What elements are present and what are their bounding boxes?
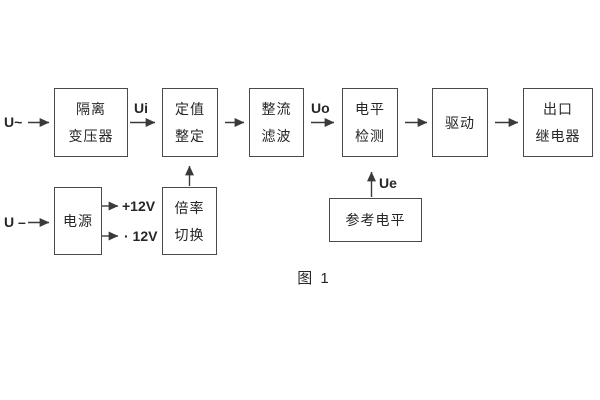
block-rectifier-line2: 滤波 [261,128,292,144]
block-level-line1: 电平 [355,101,385,117]
block-drive: 驱动 [432,88,488,157]
label-signal-ue: Ue [379,175,397,191]
block-isolation-transformer: 隔离 变压器 [54,88,128,157]
block-rectify-filter: 整流 滤波 [249,88,304,157]
block-relay-line1: 出口 [543,101,573,117]
block-multiplier-line1: 倍率 [174,199,205,216]
block-multiplier-switch: 倍率 切换 [162,187,217,255]
label-input-ac: U~ [4,114,23,130]
label-signal-ui: Ui [134,100,148,116]
label-rail-positive-12v: +12V [122,198,156,214]
block-isolation-line1: 隔离 [76,101,106,117]
block-relay-line2: 继电器 [535,128,581,144]
block-setpoint-line1: 定值 [175,101,205,117]
block-level-detect: 电平 检测 [342,88,398,157]
label-input-dc: U – [4,214,26,230]
block-reference-level: 参考电平 [329,198,422,242]
block-setpoint-adjust: 定值 整定 [162,88,218,157]
label-signal-uo: Uo [311,100,330,116]
block-drive-label: 驱动 [445,114,475,131]
block-isolation-line2: 变压器 [68,128,114,144]
block-rectifier-line1: 整流 [261,101,292,117]
block-power-supply: 电源 [54,187,102,255]
figure-caption: 图 1 [297,270,331,287]
block-output-relay: 出口 继电器 [523,88,593,157]
block-level-line2: 检测 [355,128,385,144]
block-reference-label: 参考电平 [345,212,406,228]
label-rail-negative-12v: · 12V [124,228,158,244]
block-setpoint-line2: 整定 [175,128,205,144]
block-multiplier-line2: 切换 [174,226,205,243]
block-power-label: 电源 [63,213,93,229]
